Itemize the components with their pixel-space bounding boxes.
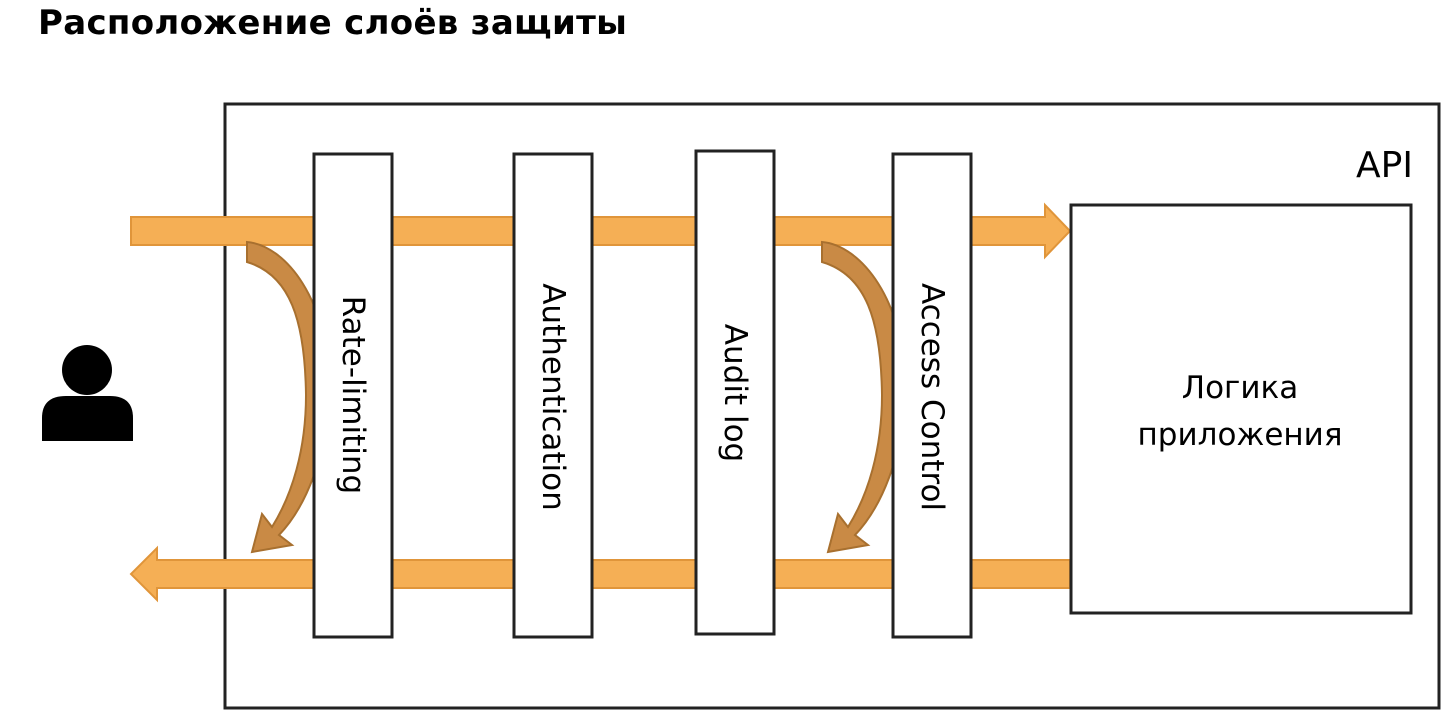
app-logic-label-line2: приложения — [1138, 417, 1343, 453]
user-icon — [42, 345, 133, 441]
app-logic-box: Логика приложения — [1069, 203, 1413, 615]
layer-access-control: Access Control — [891, 152, 973, 639]
layer-label: Audit log — [717, 324, 753, 462]
layer-rate-limiting: Rate-limiting — [312, 152, 394, 639]
layer-label: Authentication — [535, 283, 571, 511]
page-title: Расположение слоёв защиты — [38, 3, 628, 43]
app-logic-label-line1: Логика — [1182, 370, 1298, 406]
layer-audit-log: Audit log — [694, 149, 776, 636]
api-boundary — [223, 102, 1441, 710]
layer-label: Rate-limiting — [335, 296, 371, 494]
layer-authentication: Authentication — [512, 152, 594, 639]
layer-label: Access Control — [914, 283, 950, 511]
api-label: API — [1356, 145, 1413, 186]
